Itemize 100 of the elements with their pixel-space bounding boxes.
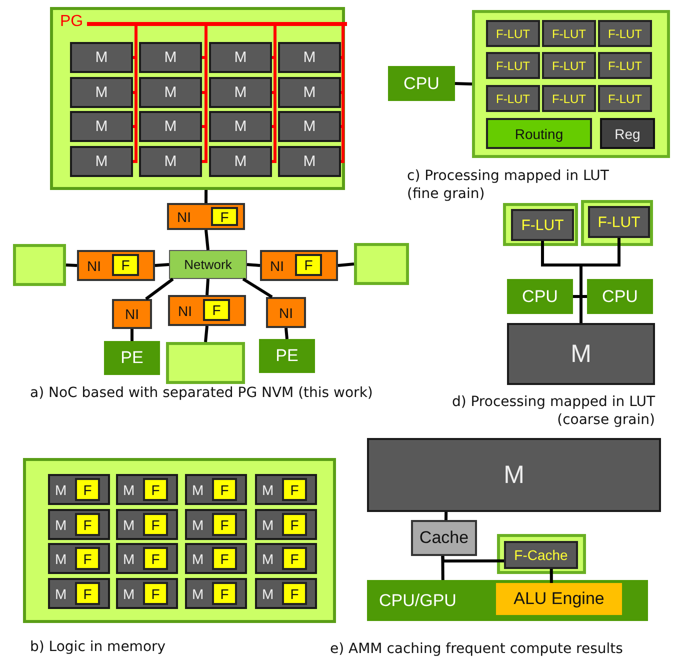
memory-block: M <box>70 42 133 73</box>
block-label: M <box>123 516 135 532</box>
connector-line <box>154 263 170 267</box>
block-label: NI <box>178 302 192 318</box>
block-label: M <box>262 550 274 566</box>
memory-block: M <box>278 77 341 108</box>
memory-block: M <box>209 111 272 142</box>
lut-cell: F-LUT <box>542 20 596 47</box>
power-gating-label: PG <box>60 13 84 31</box>
alu-engine: ALU Engine <box>496 583 622 615</box>
function-unit: F <box>282 513 307 536</box>
function-unit: F <box>212 547 237 570</box>
cache-frame <box>497 534 586 574</box>
function-unit: F <box>75 582 100 605</box>
connector-line <box>204 190 208 203</box>
memory-cell <box>116 509 178 540</box>
function-unit: F <box>212 582 237 605</box>
caption: e) AMM caching frequent compute results <box>330 640 624 658</box>
memory-cell <box>48 578 110 609</box>
block-label: M <box>55 586 67 602</box>
memory-block: M <box>278 42 341 73</box>
processing-element: PE <box>259 339 315 373</box>
memory-cell <box>255 543 317 574</box>
memory-block: M <box>209 146 272 177</box>
network-router: Network <box>169 250 247 279</box>
caption: c) Processing mapped in LUT (fine grain) <box>407 167 610 203</box>
function-unit: F <box>212 513 237 536</box>
connector-line <box>341 26 344 163</box>
block-label: NI <box>87 258 101 274</box>
lut-fabric-panel <box>472 10 670 158</box>
connector-line <box>66 264 78 267</box>
memory-cell <box>255 509 317 540</box>
memory-block: M <box>278 111 341 142</box>
connector-line <box>284 328 288 340</box>
function-unit: F <box>143 582 168 605</box>
network-interface <box>168 295 246 326</box>
block-label: M <box>123 586 135 602</box>
connector-line <box>580 295 587 323</box>
network-interface <box>260 250 338 281</box>
function-unit: F <box>203 299 230 321</box>
block-label: M <box>192 550 204 566</box>
block-label: M <box>123 550 135 566</box>
register-block: Reg <box>600 118 655 149</box>
memory-cell <box>185 474 247 505</box>
function-unit: F <box>75 547 100 570</box>
cpu-gpu-block <box>367 580 648 621</box>
memory-cell <box>116 543 178 574</box>
function-unit: F <box>143 547 168 570</box>
memory-block: M <box>139 77 202 108</box>
lut-cell: F-LUT <box>598 85 652 112</box>
connector-line <box>246 263 260 267</box>
routing-block: Routing <box>486 118 592 149</box>
memory-cell <box>185 509 247 540</box>
lut-cell: F-LUT <box>486 52 540 79</box>
cpu-block: CPU <box>507 279 573 314</box>
lut-frame <box>503 203 578 246</box>
memory-block: M <box>139 111 202 142</box>
memory-block: M <box>70 146 133 177</box>
connector-line <box>206 278 210 296</box>
memory-block: M <box>139 42 202 73</box>
memory-cell <box>255 474 317 505</box>
network-interface <box>167 203 245 230</box>
block-label: M <box>262 586 274 602</box>
function-cache: F-Cache <box>504 541 578 569</box>
function-unit: F <box>211 207 238 226</box>
function-unit: F <box>282 478 307 501</box>
connector-line <box>550 568 553 584</box>
connector-line <box>145 278 174 300</box>
memory-cell <box>48 509 110 540</box>
memory-cell <box>116 474 178 505</box>
processing-block <box>354 243 409 285</box>
processing-block <box>166 342 245 384</box>
memory-panel <box>23 458 336 623</box>
function-unit: F <box>75 478 100 501</box>
memory-block: M <box>209 77 272 108</box>
connector-line <box>444 512 448 520</box>
caption: b) Logic in memory <box>30 638 167 656</box>
cpu-block: CPU <box>388 66 455 101</box>
block-label: M <box>192 516 204 532</box>
block-label: M <box>262 482 274 498</box>
block-label: M <box>55 482 67 498</box>
function-unit: F <box>212 478 237 501</box>
memory-block: M <box>367 438 661 512</box>
lut-cell: F-LUT <box>598 52 652 79</box>
memory-cell <box>185 543 247 574</box>
cache-block: Cache <box>411 520 477 556</box>
memory-block: M <box>70 111 133 142</box>
caption: d) Processing mapped in LUT (coarse grain) <box>450 393 655 429</box>
processing-block <box>13 244 66 286</box>
cpu-block: CPU <box>587 279 653 314</box>
connector-line <box>441 556 504 562</box>
block-label: CPU/GPU <box>379 590 456 610</box>
power-bus-bar <box>87 22 347 26</box>
network-interface: NI <box>112 299 152 329</box>
caption: a) NoC based with separated PG NVM (this work) <box>30 384 374 402</box>
block-label: M <box>192 586 204 602</box>
function-unit: F <box>75 513 100 536</box>
memory-block: M <box>70 77 133 108</box>
block-label: NI <box>177 208 191 224</box>
lut-cell: F-LUT <box>588 206 650 238</box>
